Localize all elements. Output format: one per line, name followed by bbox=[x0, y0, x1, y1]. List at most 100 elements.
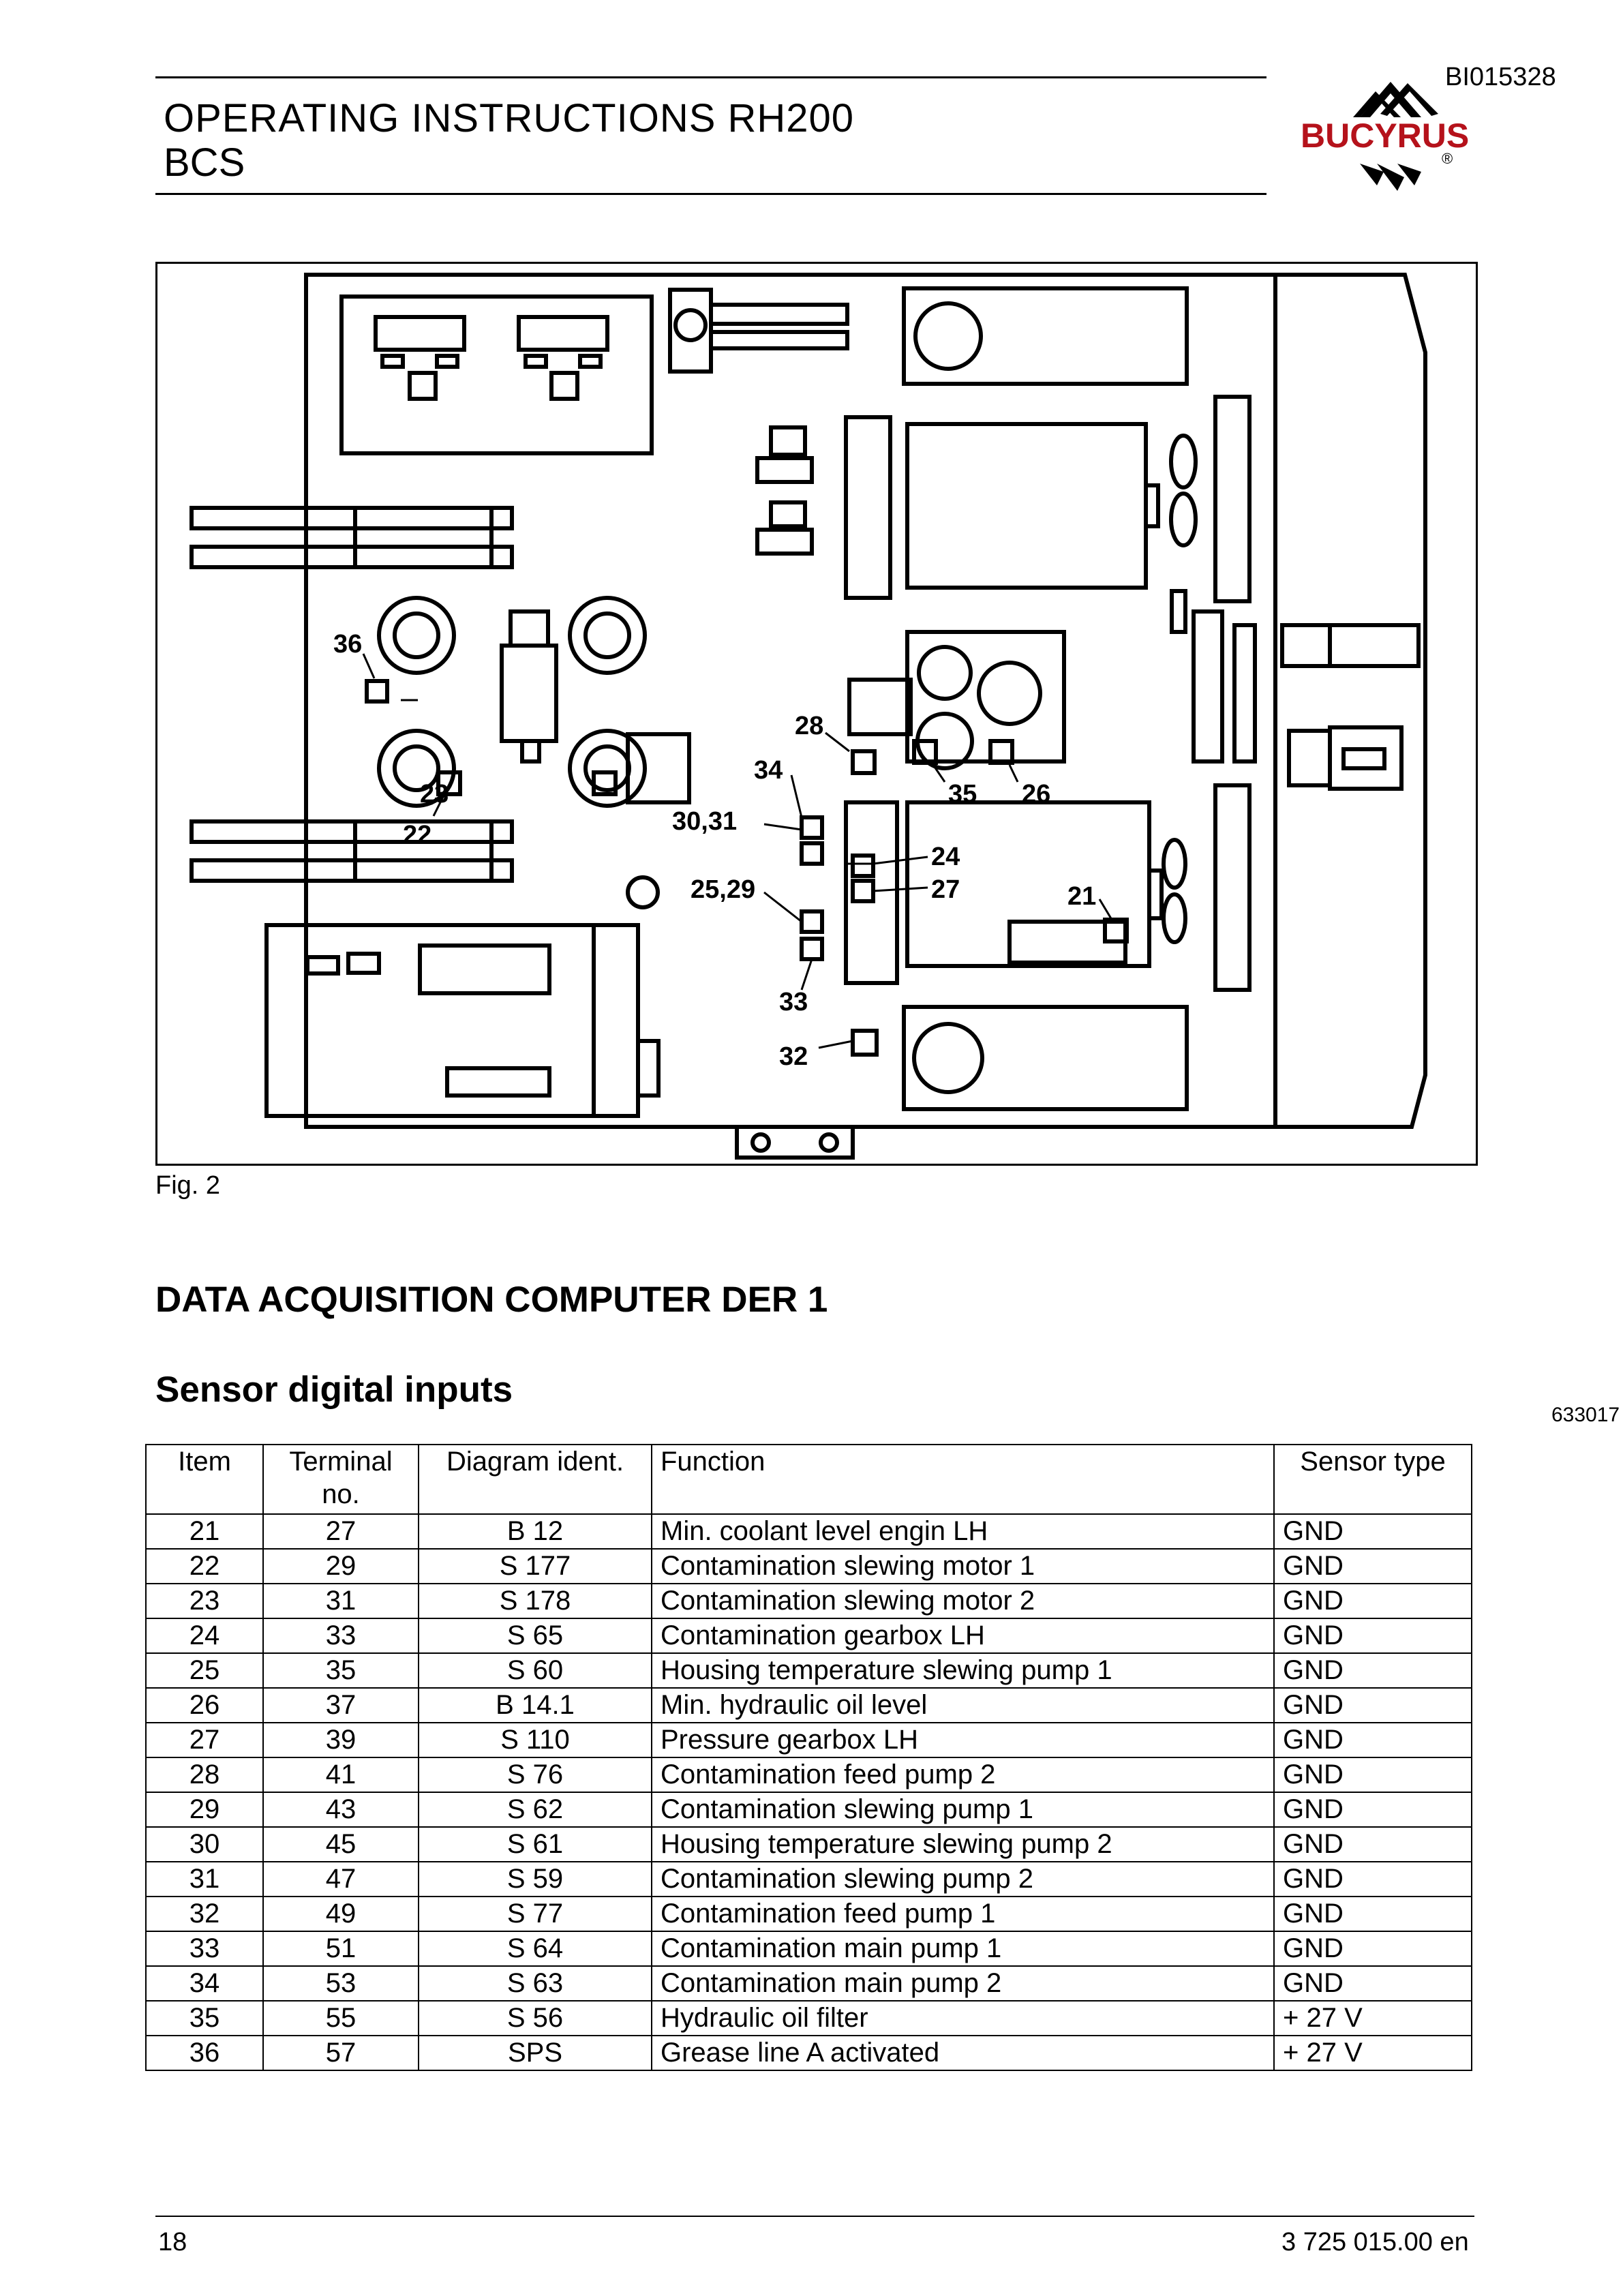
cell-terminal: 31 bbox=[262, 1583, 419, 1619]
cell-item: 28 bbox=[145, 1757, 264, 1793]
cell-sensor-type: GND bbox=[1273, 1826, 1472, 1862]
page-title: OPERATING INSTRUCTIONS RH200 bbox=[164, 96, 855, 140]
page-number: 18 bbox=[158, 2228, 187, 2256]
document-id: BI015328 bbox=[1445, 63, 1556, 91]
cell-item: 29 bbox=[145, 1792, 264, 1828]
table-row: 31 47 S 59 Contamination slewing pump 2 … bbox=[145, 1861, 1472, 1897]
cell-sensor-type: GND bbox=[1273, 1965, 1472, 2002]
cell-function: Hydraulic oil filter bbox=[651, 2000, 1275, 2036]
table-row: 32 49 S 77 Contamination feed pump 1 GND bbox=[145, 1896, 1472, 1932]
footer-rule bbox=[155, 2216, 1474, 2217]
cell-diagram: S 178 bbox=[418, 1583, 652, 1619]
cell-sensor-type: GND bbox=[1273, 1861, 1472, 1897]
figure-label: 23 bbox=[420, 780, 449, 809]
column-header-function: Function bbox=[651, 1444, 1275, 1515]
column-header-item: Item bbox=[145, 1444, 264, 1515]
cell-item: 32 bbox=[145, 1896, 264, 1932]
cell-function: Contamination feed pump 1 bbox=[651, 1896, 1275, 1932]
figure-label: 24 bbox=[931, 843, 960, 871]
cell-diagram: S 56 bbox=[418, 2000, 652, 2036]
cell-diagram: S 64 bbox=[418, 1931, 652, 1967]
table-row: 36 57 SPS Grease line A activated + 27 V bbox=[145, 2035, 1472, 2071]
logo-registered: ® bbox=[1442, 150, 1453, 167]
cell-diagram: S 76 bbox=[418, 1757, 652, 1793]
cell-terminal: 27 bbox=[262, 1513, 419, 1550]
figure-label: 36 bbox=[333, 630, 362, 659]
cell-sensor-type: GND bbox=[1273, 1896, 1472, 1932]
table-row: 22 29 S 177 Contamination slewing motor … bbox=[145, 1548, 1472, 1584]
cell-diagram: S 60 bbox=[418, 1652, 652, 1689]
sensor-inputs-table: Item Terminal no. Diagram ident. Functio… bbox=[145, 1444, 1472, 2071]
cell-terminal: 33 bbox=[262, 1618, 419, 1654]
cell-diagram: S 63 bbox=[418, 1965, 652, 2002]
figure-label: 25,29 bbox=[691, 875, 755, 904]
table-row: 25 35 S 60 Housing temperature slewing p… bbox=[145, 1652, 1472, 1689]
cell-sensor-type: + 27 V bbox=[1273, 2000, 1472, 2036]
figure-label: 30,31 bbox=[672, 807, 737, 836]
cell-sensor-type: GND bbox=[1273, 1583, 1472, 1619]
cell-sensor-type: GND bbox=[1273, 1687, 1472, 1723]
table-row: 26 37 B 14.1 Min. hydraulic oil level GN… bbox=[145, 1687, 1472, 1723]
figure-number: 633017 bbox=[1551, 1404, 1620, 1426]
cell-diagram: S 61 bbox=[418, 1826, 652, 1862]
cell-function: Housing temperature slewing pump 1 bbox=[651, 1652, 1275, 1689]
cell-function: Housing temperature slewing pump 2 bbox=[651, 1826, 1275, 1862]
cell-terminal: 35 bbox=[262, 1652, 419, 1689]
header-rule-bottom bbox=[155, 193, 1266, 195]
cell-diagram: S 110 bbox=[418, 1722, 652, 1758]
cell-function: Contamination slewing pump 2 bbox=[651, 1861, 1275, 1897]
cell-function: Contamination slewing motor 1 bbox=[651, 1548, 1275, 1584]
cell-item: 33 bbox=[145, 1931, 264, 1967]
cell-terminal: 29 bbox=[262, 1548, 419, 1584]
cell-function: Contamination gearbox LH bbox=[651, 1618, 1275, 1654]
cell-item: 21 bbox=[145, 1513, 264, 1550]
cell-item: 26 bbox=[145, 1687, 264, 1723]
table-row: 27 39 S 110 Pressure gearbox LH GND bbox=[145, 1722, 1472, 1758]
cell-function: Contamination slewing motor 2 bbox=[651, 1583, 1275, 1619]
cell-function: Contamination main pump 2 bbox=[651, 1965, 1275, 2002]
cell-function: Grease line A activated bbox=[651, 2035, 1275, 2071]
figure-label: 27 bbox=[931, 875, 960, 904]
column-header-diagram: Diagram ident. bbox=[418, 1444, 652, 1515]
cell-item: 23 bbox=[145, 1583, 264, 1619]
cell-sensor-type: GND bbox=[1273, 1513, 1472, 1550]
table-row: 23 31 S 178 Contamination slewing motor … bbox=[145, 1583, 1472, 1619]
cell-item: 27 bbox=[145, 1722, 264, 1758]
cell-terminal: 39 bbox=[262, 1722, 419, 1758]
column-header-terminal: Terminal no. bbox=[262, 1444, 419, 1515]
cell-sensor-type: GND bbox=[1273, 1757, 1472, 1793]
cell-diagram: S 77 bbox=[418, 1896, 652, 1932]
document-number: 3 725 015.00 en bbox=[1281, 2228, 1469, 2256]
cell-function: Min. hydraulic oil level bbox=[651, 1687, 1275, 1723]
cell-sensor-type: GND bbox=[1273, 1792, 1472, 1828]
page-subtitle: BCS bbox=[164, 140, 245, 185]
figure-label: 21 bbox=[1067, 882, 1096, 911]
cell-sensor-type: GND bbox=[1273, 1931, 1472, 1967]
cell-function: Contamination slewing pump 1 bbox=[651, 1792, 1275, 1828]
cell-diagram: B 14.1 bbox=[418, 1687, 652, 1723]
cell-terminal: 55 bbox=[262, 2000, 419, 2036]
cell-terminal: 49 bbox=[262, 1896, 419, 1932]
cell-item: 24 bbox=[145, 1618, 264, 1654]
cell-item: 25 bbox=[145, 1652, 264, 1689]
figure-label: 32 bbox=[779, 1042, 808, 1071]
figure-label: 33 bbox=[779, 988, 808, 1016]
cell-terminal: 57 bbox=[262, 2035, 419, 2071]
cell-sensor-type: GND bbox=[1273, 1652, 1472, 1689]
cell-function: Min. coolant level engin LH bbox=[651, 1513, 1275, 1550]
cell-terminal: 53 bbox=[262, 1965, 419, 2002]
cell-item: 31 bbox=[145, 1861, 264, 1897]
figure-label: 26 bbox=[1022, 780, 1050, 809]
component-layout-figure: 36 23 22 28 34 35 26 30,31 24 27 25,29 2… bbox=[155, 262, 1620, 1426]
cell-function: Contamination main pump 1 bbox=[651, 1931, 1275, 1967]
table-header-row: Item Terminal no. Diagram ident. Functio… bbox=[145, 1444, 1472, 1515]
section-title: DATA ACQUISITION COMPUTER DER 1 bbox=[155, 1280, 828, 1320]
cell-item: 30 bbox=[145, 1826, 264, 1862]
subsection-title: Sensor digital inputs bbox=[155, 1370, 513, 1410]
table-row: 30 45 S 61 Housing temperature slewing p… bbox=[145, 1826, 1472, 1862]
cell-terminal: 41 bbox=[262, 1757, 419, 1793]
figure-label: 34 bbox=[754, 756, 783, 785]
cell-terminal: 45 bbox=[262, 1826, 419, 1862]
bucyrus-logo: BUCYRUS ® bbox=[1295, 76, 1472, 199]
logo-text: BUCYRUS bbox=[1301, 117, 1469, 155]
